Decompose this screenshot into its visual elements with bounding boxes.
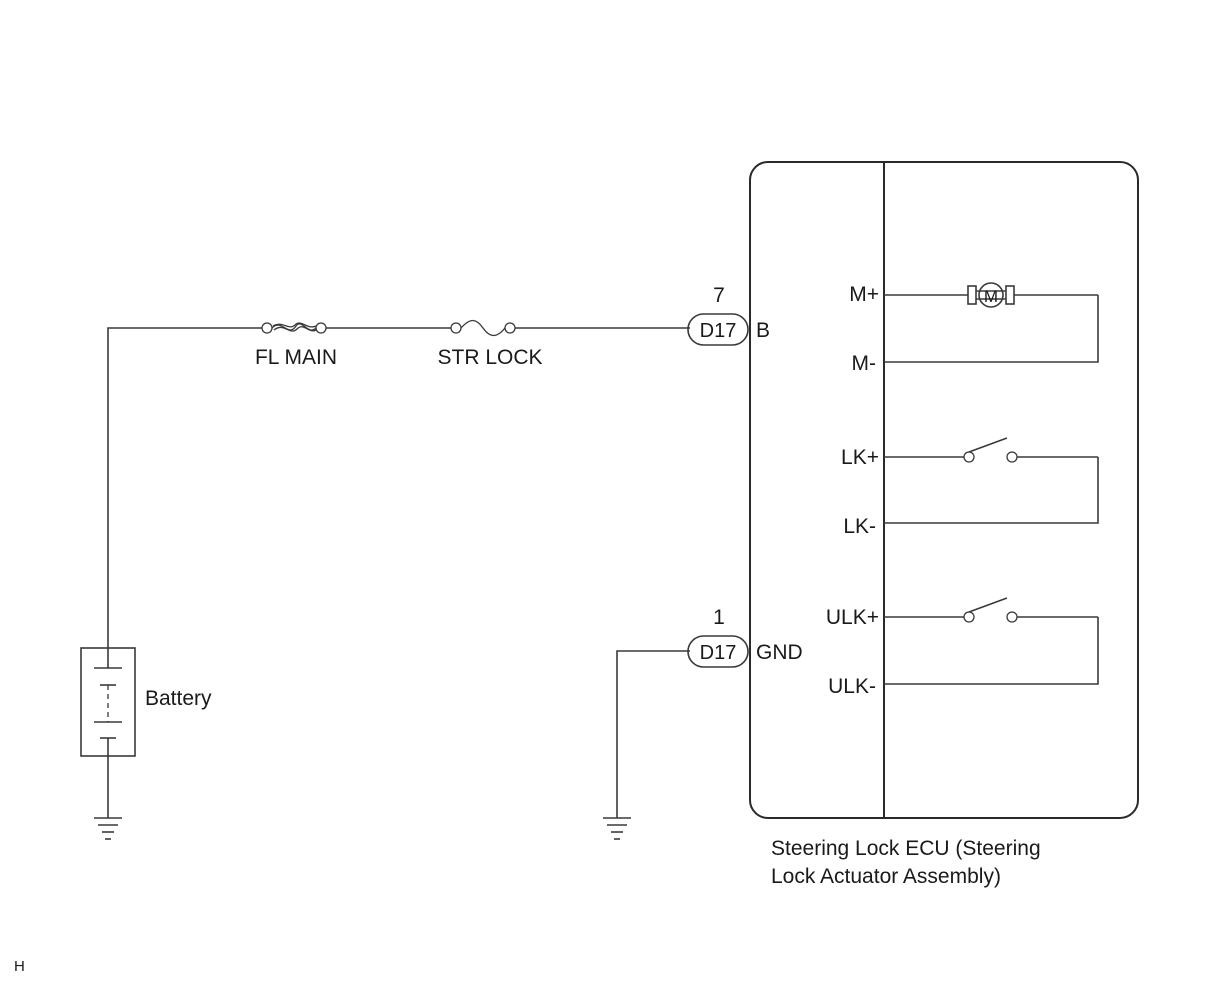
ecu-box [749, 161, 1139, 819]
pin-number-b: 7 [713, 284, 725, 307]
ecu-ground-icon [603, 817, 631, 840]
battery-symbol: Battery [80, 647, 212, 757]
pin-number-gnd: 1 [713, 606, 725, 629]
motor-icon: M [967, 282, 1015, 308]
fl-main-label: FL MAIN [255, 346, 337, 369]
battery-label: Battery [145, 687, 212, 710]
terminal-ulk-minus: ULK- [828, 675, 876, 698]
power-wire [107, 327, 690, 648]
str-lock-label: STR LOCK [437, 346, 542, 369]
connector-gnd-id: D17 [700, 642, 737, 664]
terminal-m-minus: M- [852, 352, 877, 375]
str-lock-fuse: STR LOCK [437, 319, 543, 369]
connector-d17-gnd: D17 1 GND [687, 606, 803, 668]
terminal-lk-minus: LK- [843, 515, 876, 538]
terminal-gnd-label: GND [756, 641, 803, 664]
terminal-b-label: B [756, 319, 770, 342]
ground-wire [616, 650, 690, 818]
motor-symbol: M [984, 287, 998, 306]
lock-switch-circuit [884, 456, 1099, 524]
lock-switch-icon [963, 437, 1018, 463]
fl-main-fuse: FL MAIN [255, 322, 337, 369]
corner-mark: H [14, 958, 25, 975]
terminal-m-plus: M+ [849, 283, 879, 306]
terminal-ulk-plus: ULK+ [826, 606, 879, 629]
terminal-lk-plus: LK+ [841, 446, 879, 469]
battery-ground-icon [94, 756, 122, 840]
ecu-caption-line1: Steering Lock ECU (Steering [771, 837, 1041, 860]
unlock-switch-icon [963, 597, 1018, 623]
unlock-switch-circuit [884, 616, 1099, 685]
connector-b-id: D17 [700, 320, 737, 342]
ecu-caption-line2: Lock Actuator Assembly) [771, 865, 1001, 888]
motor-circuit [884, 294, 1099, 363]
connector-d17-b: D17 7 B [687, 284, 770, 346]
